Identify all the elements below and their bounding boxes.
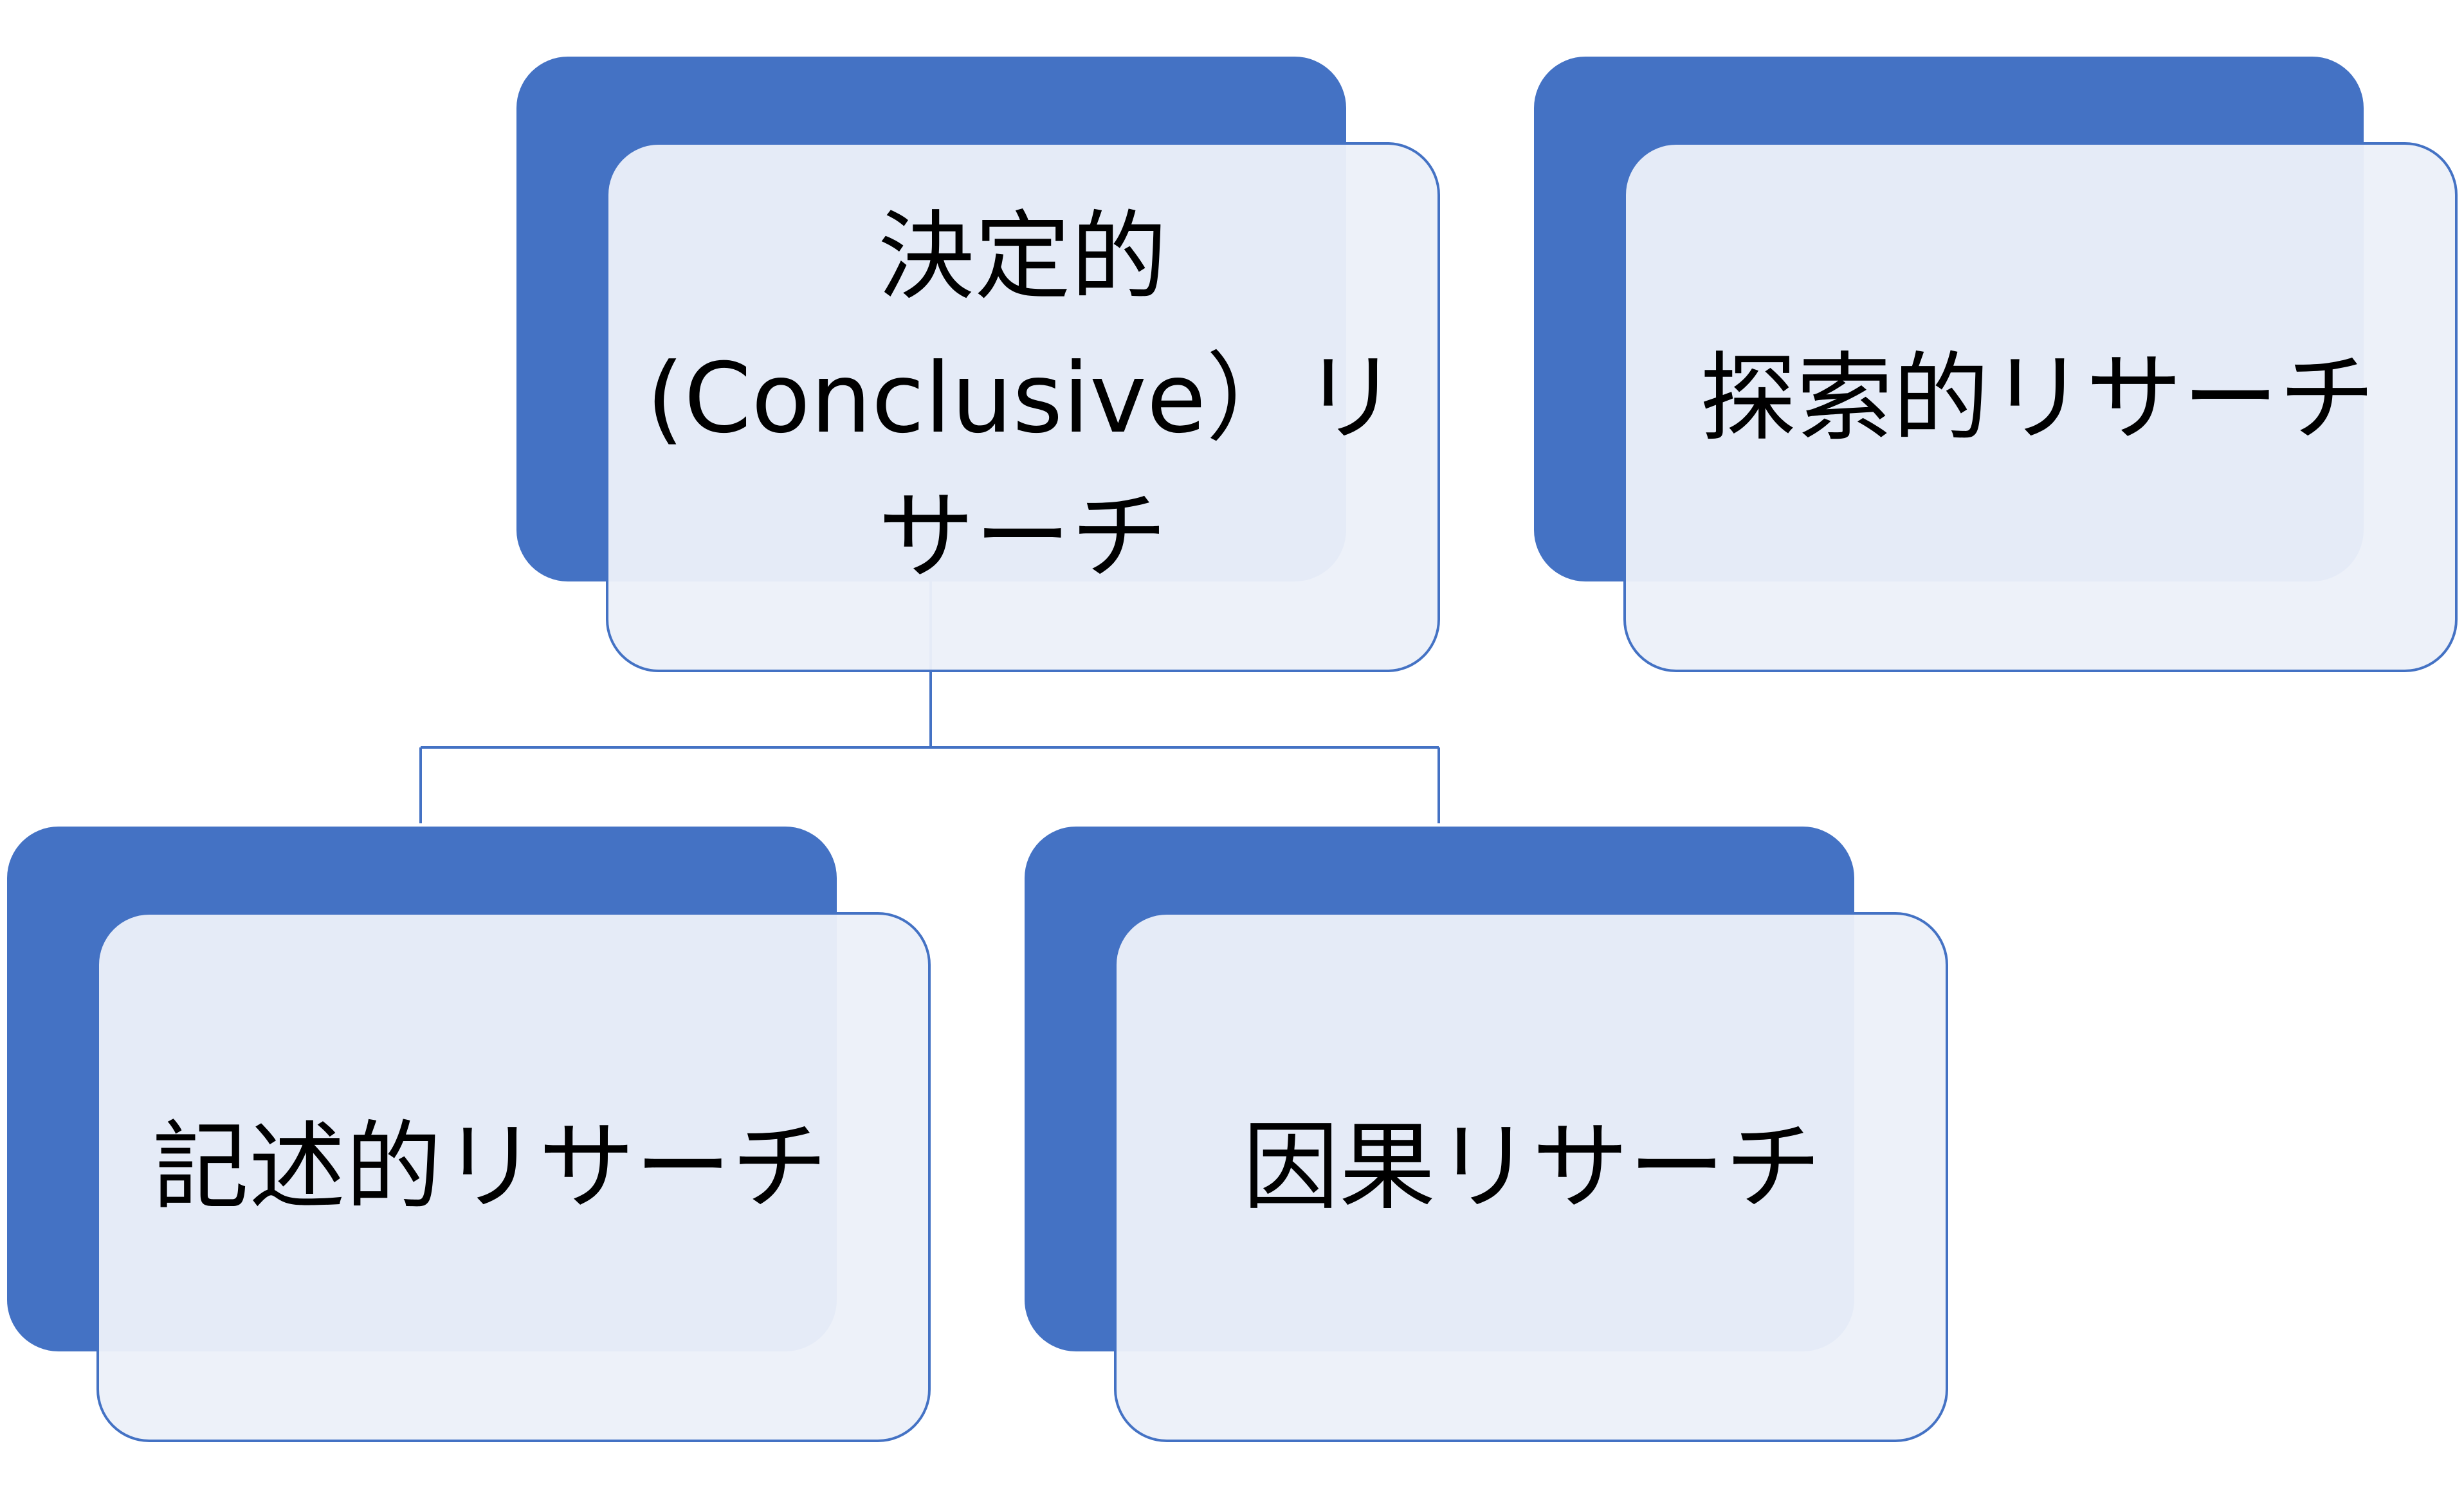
node-causal-label: 因果リサーチ [1243, 1111, 1821, 1223]
node-conclusive-label-line-2: (Conclusive）リ [646, 343, 1399, 455]
node-exploratory-card [1623, 142, 2458, 672]
node-conclusive-label-line-3: サーチ [878, 481, 1167, 593]
node-conclusive-label-line-1: 決定的 [878, 201, 1167, 313]
node-descriptive-research: 記述的リサーチ [7, 827, 931, 1442]
node-causal-card [1114, 912, 1948, 1442]
node-exploratory-label: 探索的リサーチ [1700, 343, 2375, 455]
node-descriptive-label: 記述的リサーチ [152, 1111, 828, 1223]
node-conclusive-card [606, 142, 1440, 672]
node-conclusive-research: 決定的 (Conclusive）リ サーチ [516, 57, 1440, 672]
node-descriptive-card [96, 912, 931, 1442]
node-exploratory-research: 探索的リサーチ [1534, 57, 2458, 672]
node-causal-research: 因果リサーチ [1025, 827, 1948, 1442]
